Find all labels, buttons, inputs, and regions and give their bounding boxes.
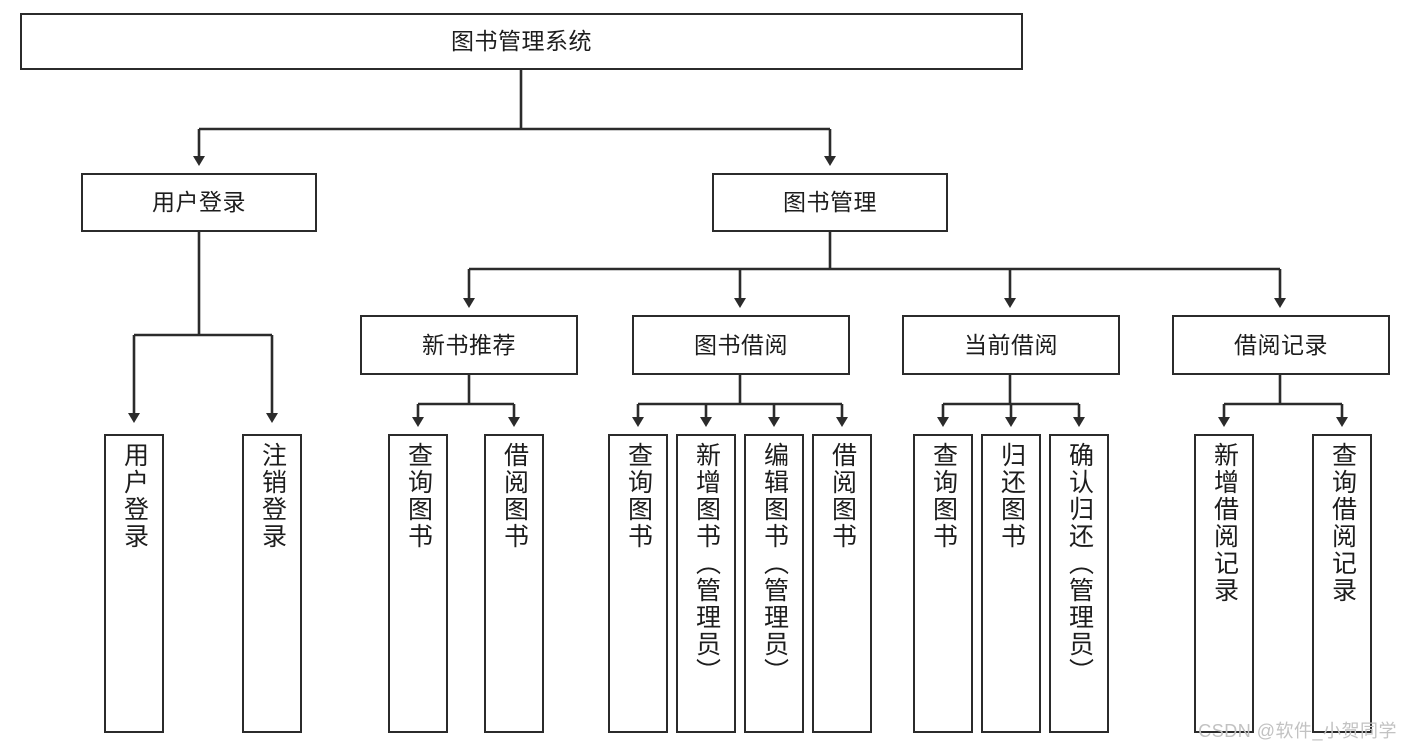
node-current-borrow[interactable]: 当前借阅	[902, 315, 1120, 375]
leaf-borrow-edit-book-label: 编辑图书（管理员）	[760, 442, 789, 685]
node-book-borrow[interactable]: 图书借阅	[632, 315, 850, 375]
leaf-borrow-query-book[interactable]: 查询图书	[608, 434, 668, 733]
node-current-borrow-label: 当前借阅	[964, 331, 1058, 358]
leaf-records-query-record[interactable]: 查询借阅记录	[1312, 434, 1372, 733]
leaf-user-login-label: 用户登录	[120, 442, 149, 550]
leaf-current-confirm-return[interactable]: 确认归还（管理员）	[1049, 434, 1109, 733]
leaf-newbook-query-book[interactable]: 查询图书	[388, 434, 448, 733]
node-root-label: 图书管理系统	[451, 28, 592, 54]
node-borrow-records-label: 借阅记录	[1234, 331, 1328, 358]
node-root[interactable]: 图书管理系统	[20, 13, 1023, 70]
leaf-records-add-record[interactable]: 新增借阅记录	[1194, 434, 1254, 733]
leaf-borrow-query-book-label: 查询图书	[624, 442, 653, 550]
leaf-user-logout-label: 注销登录	[258, 442, 287, 550]
leaf-user-login[interactable]: 用户登录	[104, 434, 164, 733]
leaf-current-return-book-label: 归还图书	[997, 442, 1026, 550]
node-user-login-label: 用户登录	[152, 189, 246, 215]
leaf-records-query-record-label: 查询借阅记录	[1328, 442, 1357, 604]
leaf-current-confirm-return-label: 确认归还（管理员）	[1065, 442, 1094, 685]
leaf-current-return-book[interactable]: 归还图书	[981, 434, 1041, 733]
leaf-newbook-query-book-label: 查询图书	[404, 442, 433, 550]
leaf-newbook-borrow-book[interactable]: 借阅图书	[484, 434, 544, 733]
leaf-borrow-add-book-label: 新增图书（管理员）	[692, 442, 721, 685]
watermark-text: CSDN @软件_小贺同学	[1198, 721, 1397, 741]
node-user-login[interactable]: 用户登录	[81, 173, 317, 232]
leaf-newbook-borrow-book-label: 借阅图书	[500, 442, 529, 550]
leaf-borrow-lend-book-label: 借阅图书	[828, 442, 857, 550]
leaf-borrow-add-book[interactable]: 新增图书（管理员）	[676, 434, 736, 733]
leaf-current-query-book-label: 查询图书	[929, 442, 958, 550]
node-new-book-recommend[interactable]: 新书推荐	[360, 315, 578, 375]
leaf-borrow-lend-book[interactable]: 借阅图书	[812, 434, 872, 733]
leaf-borrow-edit-book[interactable]: 编辑图书（管理员）	[744, 434, 804, 733]
leaf-current-query-book[interactable]: 查询图书	[913, 434, 973, 733]
node-book-management-label: 图书管理	[783, 189, 877, 215]
node-book-borrow-label: 图书借阅	[694, 331, 788, 358]
node-book-management[interactable]: 图书管理	[712, 173, 948, 232]
leaf-user-logout[interactable]: 注销登录	[242, 434, 302, 733]
node-borrow-records[interactable]: 借阅记录	[1172, 315, 1390, 375]
node-new-book-recommend-label: 新书推荐	[422, 331, 516, 358]
leaf-records-add-record-label: 新增借阅记录	[1210, 442, 1239, 604]
